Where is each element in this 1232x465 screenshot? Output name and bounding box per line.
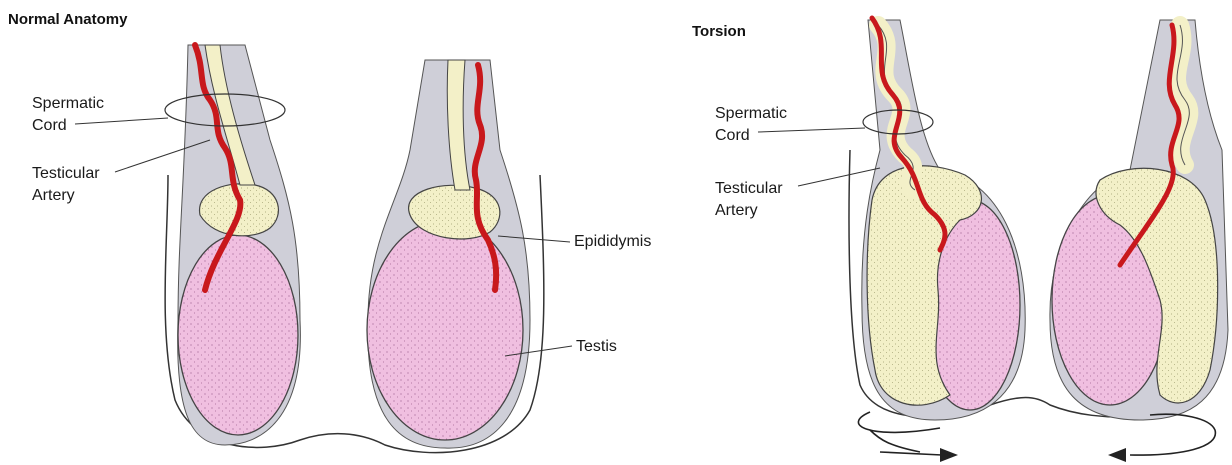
right-pointing-arrowhead: [940, 448, 958, 462]
torsion-right-testis-group: [1050, 20, 1228, 420]
normal-anatomy-panel: Normal Anatomy Spermatic Cord: [8, 11, 651, 453]
normal-spermatic-label-1: Spermatic: [32, 95, 104, 112]
normal-artery-label-1: Testicular: [32, 165, 100, 182]
epididymis-label: Epididymis: [574, 233, 651, 250]
normal-artery-label-2: Artery: [32, 187, 75, 204]
torsion-spermatic-label-2: Cord: [715, 127, 750, 144]
torsion-spermatic-leader: [758, 128, 865, 132]
torsion-artery-leader: [798, 168, 880, 186]
normal-spermatic-leader: [75, 118, 168, 124]
normal-right-testis-group: [367, 60, 530, 448]
torsion-artery-label-1: Testicular: [715, 180, 783, 197]
testis-label: Testis: [576, 338, 617, 355]
torsion-left-testis-group: [862, 18, 1025, 420]
left-pointing-arrowhead: [1108, 448, 1126, 462]
torsion-artery-label-2: Artery: [715, 202, 758, 219]
torsion-title: Torsion: [692, 23, 746, 40]
torsion-right-twisted-cord: [1177, 25, 1189, 165]
torsion-panel: Torsion: [692, 18, 1228, 462]
torsion-spermatic-label-1: Spermatic: [715, 105, 787, 122]
normal-spermatic-label-2: Cord: [32, 117, 67, 134]
normal-anatomy-title: Normal Anatomy: [8, 11, 128, 28]
